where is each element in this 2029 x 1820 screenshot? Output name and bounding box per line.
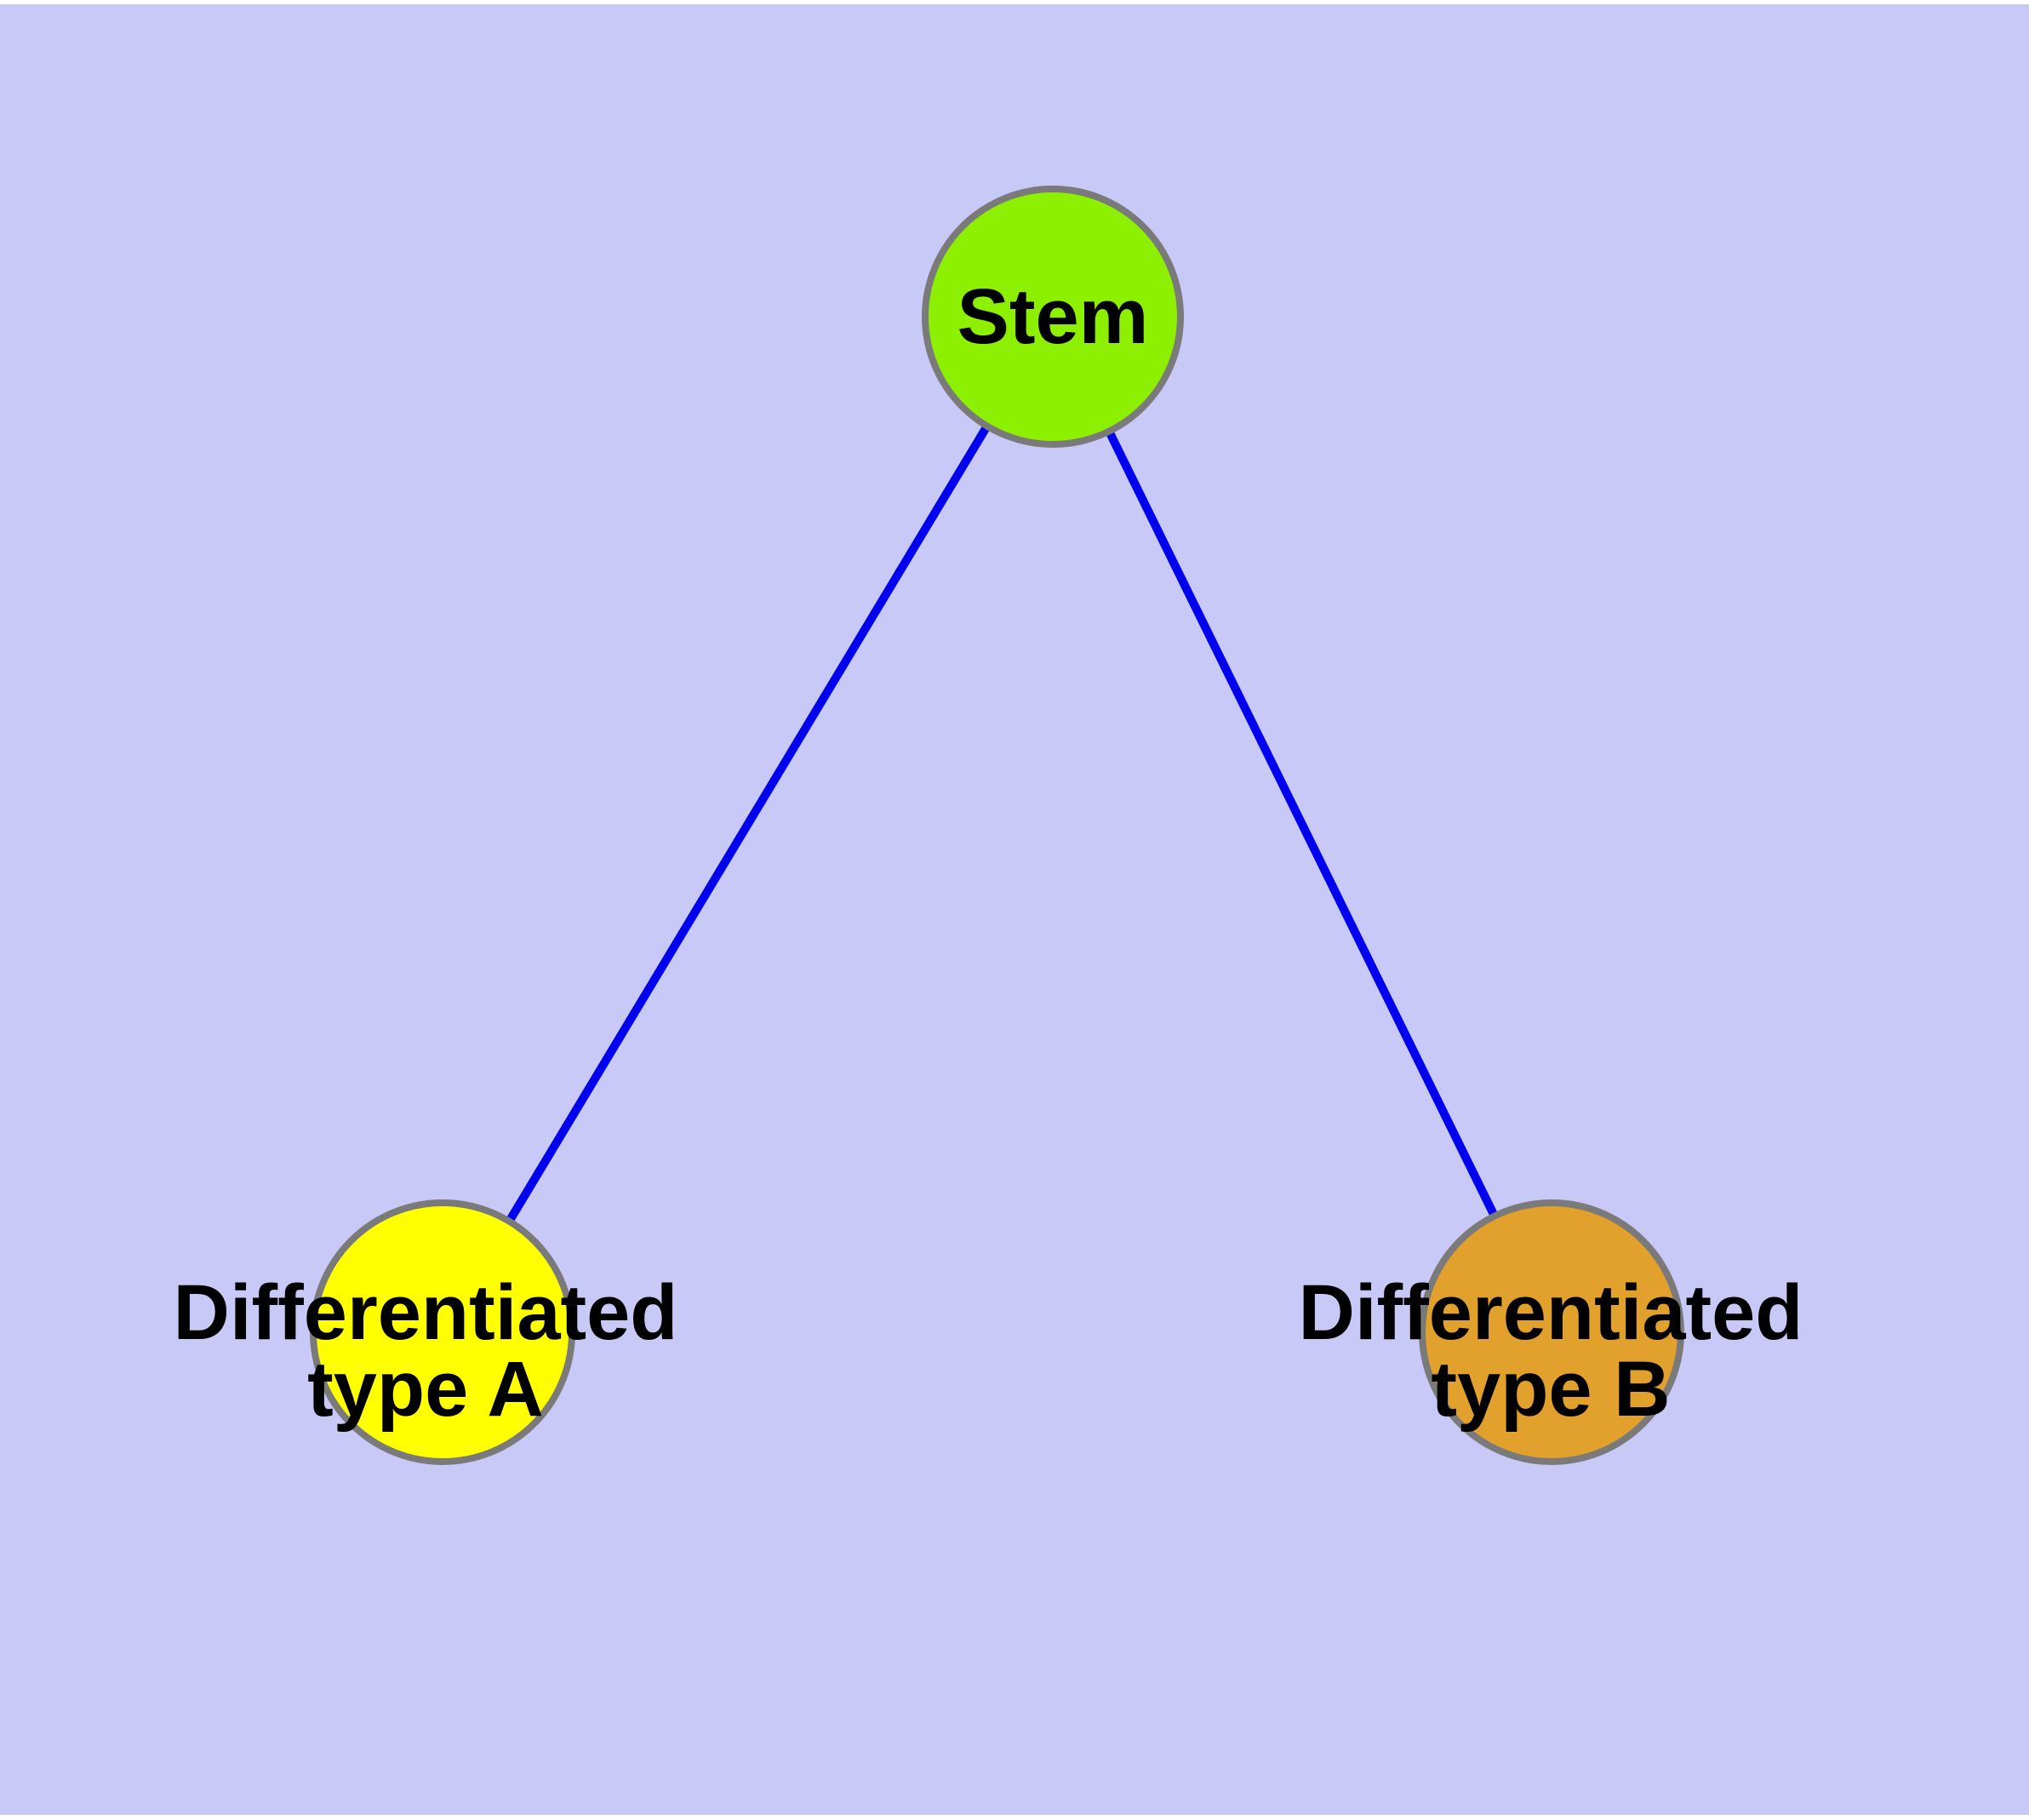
node-type-b-circle[interactable] <box>1419 1199 1684 1465</box>
node-type-b-label-line2: type B <box>1431 1346 1671 1433</box>
node-type-a-label: Differentiated type A <box>173 1269 678 1433</box>
node-stem-label: Stem <box>957 273 1149 360</box>
node-type-a-label-line2: type A <box>307 1346 544 1433</box>
node-stem-circle[interactable] <box>922 186 1184 448</box>
node-stem-label-text: Stem <box>957 273 1149 360</box>
node-type-a-circle[interactable] <box>310 1199 575 1465</box>
node-type-b-label: Differentiated type B <box>1298 1269 1803 1433</box>
edge-stem-to-type-b[interactable] <box>1049 314 1556 1335</box>
edge-stem-to-type-a[interactable] <box>438 314 1057 1335</box>
node-type-a-label-line1: Differentiated <box>173 1269 678 1356</box>
node-type-b-label-line1: Differentiated <box>1298 1269 1803 1356</box>
